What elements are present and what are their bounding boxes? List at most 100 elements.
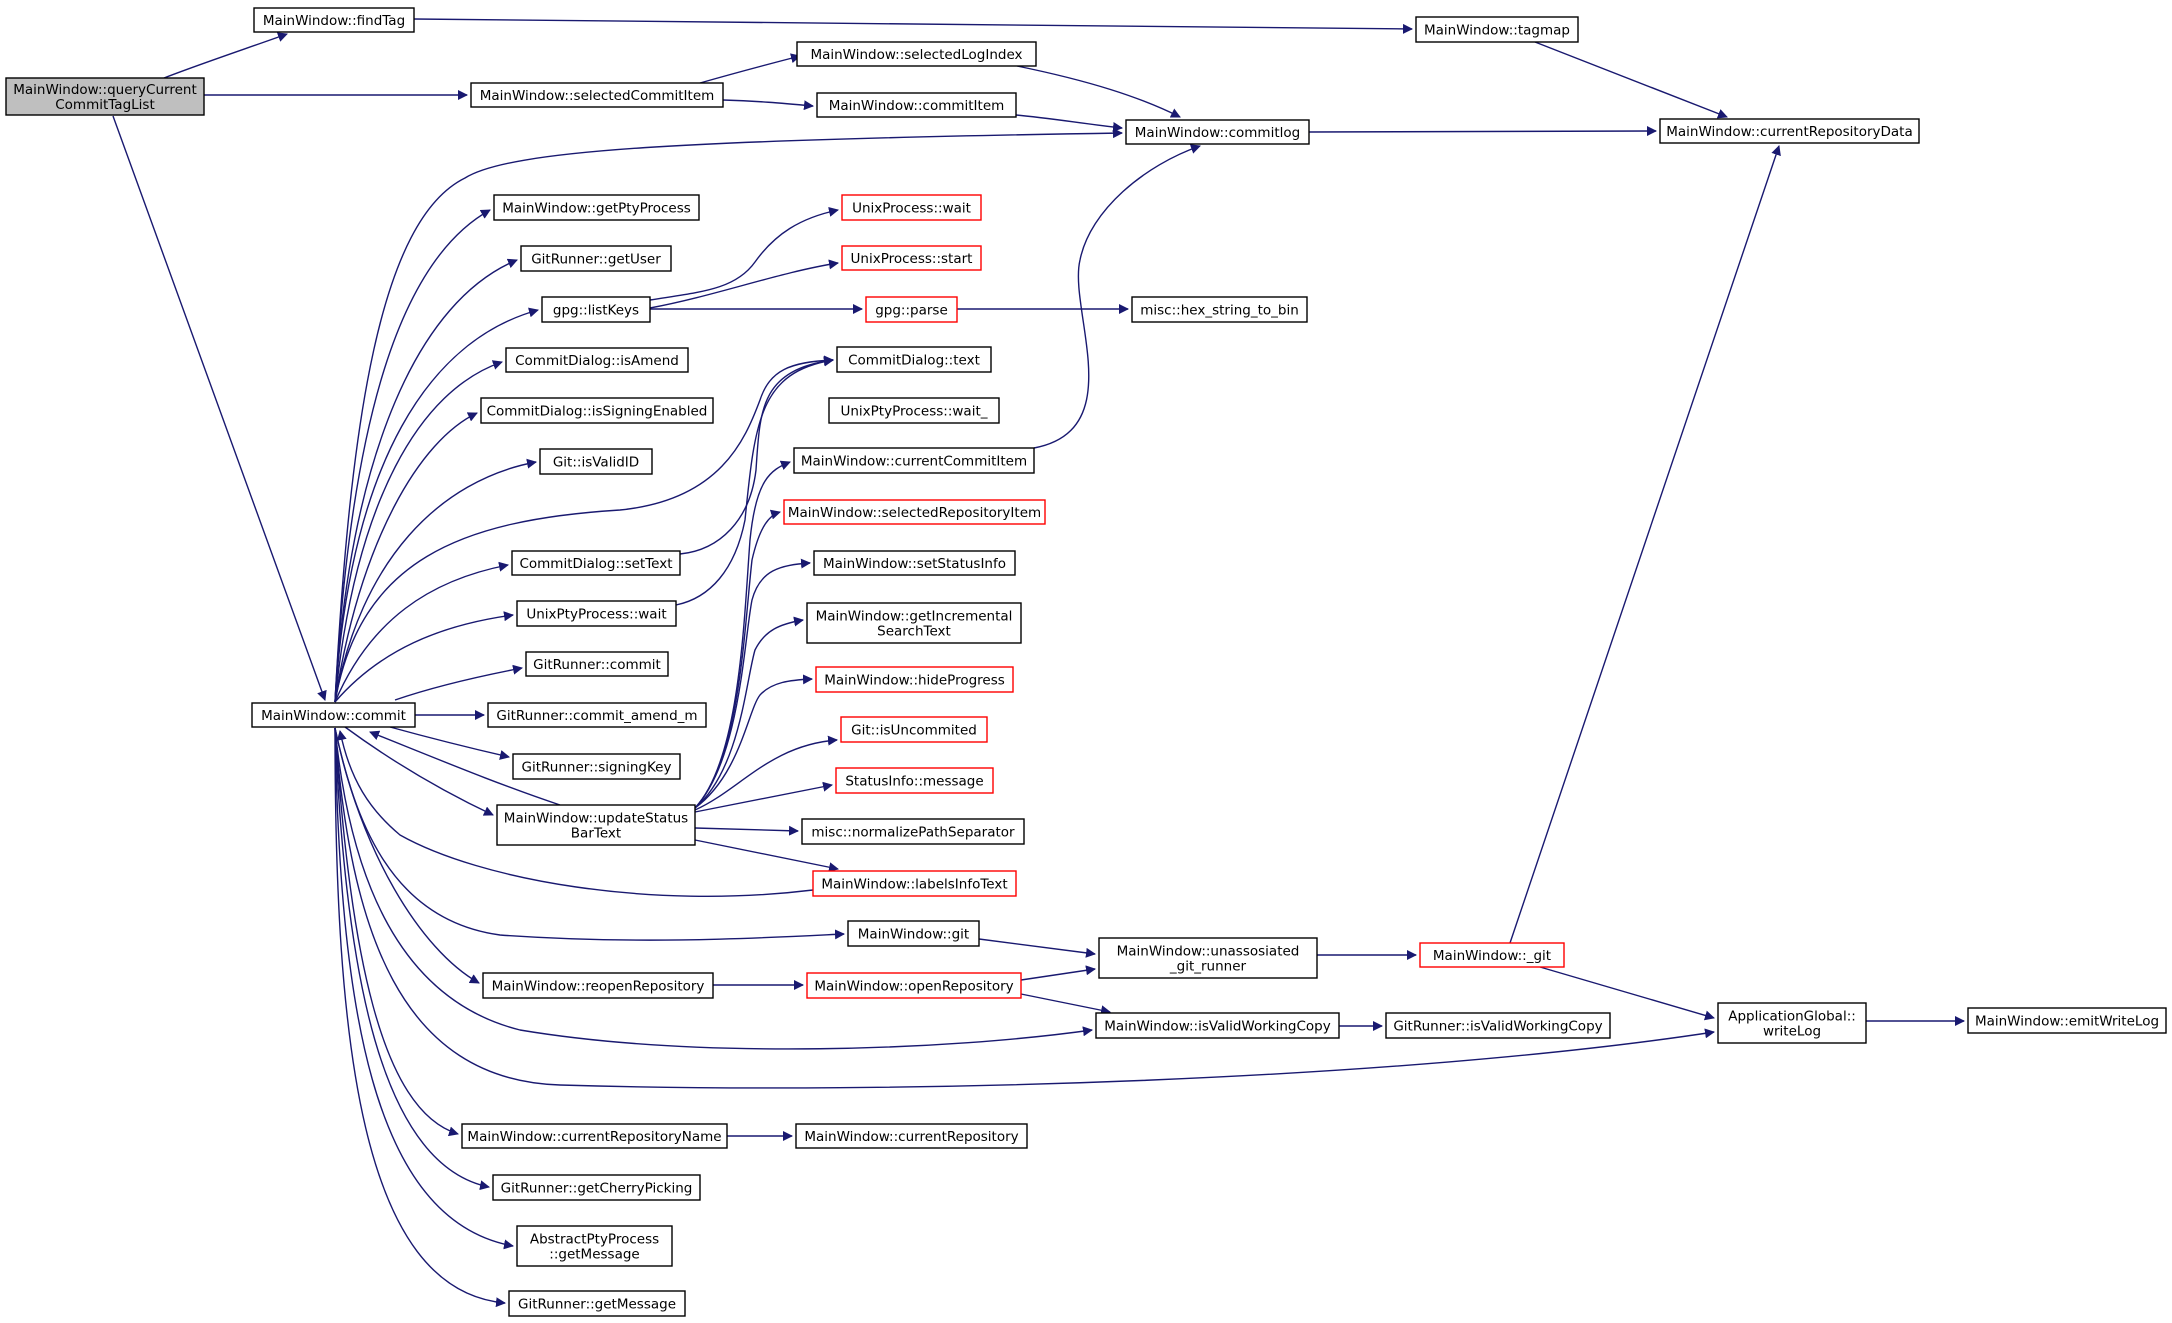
node-hideProgress[interactable]: MainWindow::hideProgress — [815, 666, 1014, 693]
node-box — [516, 1225, 673, 1267]
node-box — [1125, 119, 1310, 145]
node-label: GitRunner::getMessage — [518, 1297, 676, 1313]
node-label: MainWindow::commitItem — [829, 98, 1005, 114]
node-isSigningEnabled[interactable]: CommitDialog::isSigningEnabled — [480, 397, 714, 424]
node-commitAmend[interactable]: GitRunner::commit_amend_m — [487, 702, 707, 728]
node-grGetMessage[interactable]: GitRunner::getMessage — [508, 1290, 686, 1317]
edge-currentCommitItem-to-commitlog — [1033, 144, 1201, 449]
edge-updateStatusBar-to-hideProgress — [694, 674, 813, 809]
node-label: SearchText — [877, 624, 951, 640]
node-box — [508, 1290, 686, 1317]
node-cdText[interactable]: CommitDialog::text — [836, 346, 992, 373]
node-box — [828, 397, 1000, 424]
node-findTag[interactable]: MainWindow::findTag — [253, 7, 415, 33]
node-label: GitRunner::isValidWorkingCopy — [1393, 1019, 1602, 1035]
node-label: misc::hex_string_to_bin — [1140, 303, 1299, 319]
node-label: BarText — [571, 826, 621, 842]
node-label: UnixPtyProcess::wait_ — [840, 404, 987, 420]
node-commitItem[interactable]: MainWindow::commitItem — [816, 92, 1017, 118]
edge-updateStatusBar-to-setStatusInfo — [694, 558, 811, 809]
node-label: MainWindow::findTag — [263, 13, 405, 29]
node-tagmap[interactable]: MainWindow::tagmap — [1415, 16, 1579, 43]
node-hexToBin[interactable]: misc::hex_string_to_bin — [1131, 296, 1308, 323]
node-label: MainWindow::getIncremental — [816, 609, 1013, 625]
node-mwUGit[interactable]: MainWindow::_git — [1419, 942, 1565, 968]
node-uppWait[interactable]: UnixPtyProcess::wait — [516, 600, 677, 627]
node-cherryPicking[interactable]: GitRunner::getCherryPicking — [492, 1174, 701, 1201]
edge-commit-to-appWriteLog — [334, 727, 1715, 1089]
node-label: ::getMessage — [549, 1247, 639, 1263]
node-label: MainWindow::currentRepository — [804, 1129, 1018, 1145]
node-label: gpg::parse — [875, 303, 948, 319]
node-isAmend[interactable]: CommitDialog::isAmend — [505, 347, 689, 373]
edge-updateStatusBar-to-normalizePath — [694, 825, 799, 836]
node-label: StatusInfo::message — [845, 774, 983, 790]
node-box — [793, 447, 1035, 474]
node-gpgParse[interactable]: gpg::parse — [865, 296, 958, 323]
node-selectedRepositoryItem[interactable]: MainWindow::selectedRepositoryItem — [783, 499, 1046, 525]
node-upStart[interactable]: UnixProcess::start — [841, 245, 982, 271]
node-isValidWC[interactable]: MainWindow::isValidWorkingCopy — [1095, 1012, 1340, 1039]
node-appWriteLog[interactable]: ApplicationGlobal::writeLog — [1717, 1002, 1867, 1044]
node-commitlog[interactable]: MainWindow::commitlog — [1125, 119, 1310, 145]
node-label: MainWindow::reopenRepository — [492, 979, 705, 995]
node-listKeys[interactable]: gpg::listKeys — [541, 296, 651, 323]
node-box — [1967, 1007, 2167, 1034]
node-box — [482, 972, 714, 999]
node-normalizePath[interactable]: misc::normalizePathSeparator — [801, 818, 1025, 845]
node-signingKey[interactable]: GitRunner::signingKey — [512, 753, 681, 780]
edge-commit-to-signingKey — [389, 726, 510, 760]
node-emitWriteLog[interactable]: MainWindow::emitWriteLog — [1967, 1007, 2167, 1034]
node-label: MainWindow::hideProgress — [824, 673, 1005, 689]
node-aptGetMessage[interactable]: AbstractPtyProcess::getMessage — [516, 1225, 673, 1267]
edge-mwGit-to-unassGit — [978, 938, 1096, 958]
node-labelsInfo[interactable]: MainWindow::labelsInfoText — [812, 870, 1017, 897]
node-mwGit[interactable]: MainWindow::git — [847, 920, 980, 947]
node-label: CommitTagList — [55, 97, 154, 113]
node-isUncommited[interactable]: Git::isUncommited — [840, 716, 988, 743]
node-label: MainWindow::selectedRepositoryItem — [788, 505, 1041, 521]
node-label: UnixPtyProcess::wait — [526, 607, 666, 623]
node-box — [253, 7, 415, 33]
edge-commit-to-aptGetMessage — [334, 727, 514, 1250]
node-currentRepositoryData[interactable]: MainWindow::currentRepositoryData — [1659, 118, 1920, 144]
node-upWait[interactable]: UnixProcess::wait — [841, 194, 982, 221]
node-getPtyProcess[interactable]: MainWindow::getPtyProcess — [493, 194, 700, 221]
edge-updateStatusBar-to-commit — [369, 730, 561, 806]
node-setText[interactable]: CommitDialog::setText — [511, 550, 681, 576]
node-unassGit[interactable]: MainWindow::unassosiated_git_runner — [1098, 937, 1318, 979]
node-box — [801, 818, 1025, 845]
node-grCommit[interactable]: GitRunner::commit — [525, 651, 669, 677]
node-setStatusInfo[interactable]: MainWindow::setStatusInfo — [813, 550, 1016, 576]
node-siMessage[interactable]: StatusInfo::message — [835, 767, 994, 794]
node-box — [520, 245, 672, 272]
node-getUser[interactable]: GitRunner::getUser — [520, 245, 672, 272]
node-openRepo[interactable]: MainWindow::openRepository — [806, 972, 1022, 999]
node-isValidID[interactable]: Git::isValidID — [539, 448, 653, 475]
node-label: writeLog — [1763, 1024, 1821, 1040]
node-curRepo[interactable]: MainWindow::currentRepository — [795, 1123, 1028, 1149]
node-uppWaitU[interactable]: UnixPtyProcess::wait_ — [828, 397, 1000, 424]
node-label: MainWindow::updateStatus — [504, 811, 688, 827]
node-commit[interactable]: MainWindow::commit — [251, 702, 416, 728]
node-box — [812, 870, 1017, 897]
node-currentCommitItem[interactable]: MainWindow::currentCommitItem — [793, 447, 1035, 474]
node-label: MainWindow::selectedCommitItem — [480, 88, 715, 104]
node-box — [1385, 1012, 1611, 1039]
node-box — [1659, 118, 1920, 144]
node-label: MainWindow::currentCommitItem — [801, 454, 1027, 470]
node-reopenRepo[interactable]: MainWindow::reopenRepository — [482, 972, 714, 999]
node-grIsValidWC[interactable]: GitRunner::isValidWorkingCopy — [1385, 1012, 1611, 1039]
node-label: MainWindow::unassosiated — [1117, 944, 1300, 960]
node-curRepoName[interactable]: MainWindow::currentRepositoryName — [461, 1123, 728, 1149]
node-selectedLogIndex[interactable]: MainWindow::selectedLogIndex — [796, 41, 1037, 67]
edge-setText-to-cdText — [679, 356, 834, 555]
node-box — [5, 77, 205, 116]
node-selectedCommitItem[interactable]: MainWindow::selectedCommitItem — [470, 82, 724, 108]
node-label: GitRunner::commit_amend_m — [496, 708, 697, 724]
node-label: MainWindow::tagmap — [1424, 23, 1570, 39]
